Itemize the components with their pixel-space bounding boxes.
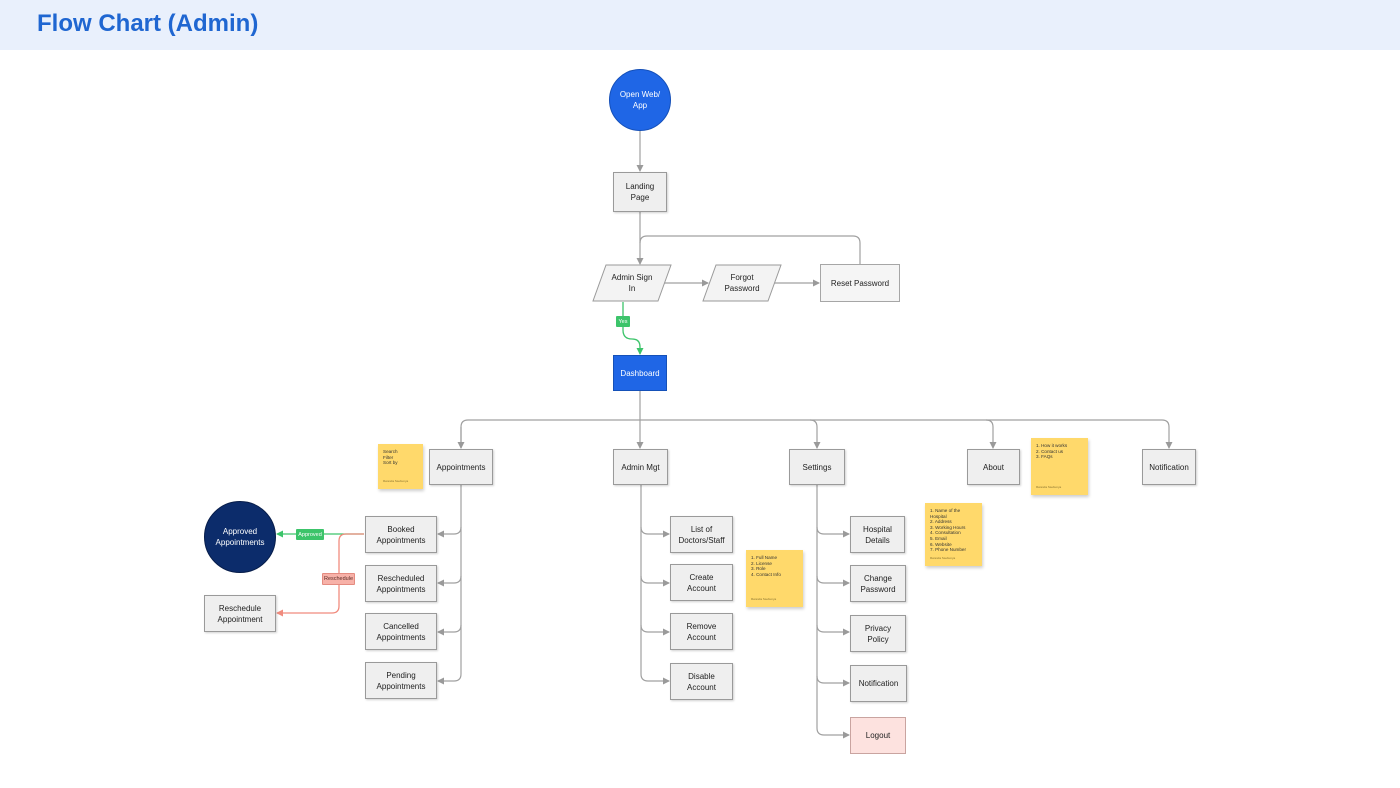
settings-node: Settings	[789, 449, 845, 485]
logout-node: Logout	[850, 717, 906, 754]
sticky-line: Search	[383, 449, 398, 454]
about-sticky-note: 1. How it works 2. Contact us 3. FAQs Rw…	[1031, 438, 1088, 495]
dashboard-node: Dashboard	[613, 355, 667, 391]
notification-node: Notification	[1142, 449, 1196, 485]
sticky-line: 2. License	[751, 560, 772, 566]
about-node: About	[967, 449, 1020, 485]
pending-appointments-node: Pending Appointments	[365, 662, 437, 699]
edge-reset-loop	[639, 235, 861, 264]
sticky-line: 3. FAQs	[1036, 454, 1053, 460]
edge-appointments-trunk	[437, 485, 462, 685]
sticky-line: 4. Consultation	[930, 530, 961, 536]
booked-appointments-node: Booked Appointments	[365, 516, 437, 553]
admin-mgt-node: Admin Mgt	[613, 449, 668, 485]
remove-account-node: Remove Account	[670, 613, 733, 650]
sticky-line: 7. Phone Number	[930, 547, 967, 553]
sticky-line: 1. How it works	[1036, 443, 1068, 448]
landing-page-node: Landing Page	[613, 172, 667, 212]
approved-appointments-node: Approved Appointments	[204, 501, 276, 573]
parallelogram-shape	[702, 264, 782, 302]
reschedule-label: Reschedule	[322, 573, 355, 585]
forgot-password-node: Forgot Password	[702, 264, 782, 302]
sticky-line: 2. Address	[930, 519, 952, 525]
rescheduled-appointments-node: Rescheduled Appointments	[365, 565, 437, 602]
sticky-line: 6. Website	[930, 541, 952, 547]
sticky-line: 3. Working Hours	[930, 524, 966, 530]
settings-notification-node: Notification	[850, 665, 907, 702]
appointments-sticky-note: Search Filter Sort by Rwanda Ssebunya	[378, 444, 423, 489]
approved-label: Approved	[296, 529, 324, 540]
disable-account-node: Disable Account	[670, 663, 733, 700]
sticky-line: 4. Contact Info	[751, 571, 781, 577]
reset-password-node: Reset Password	[820, 264, 900, 302]
appointments-node: Appointments	[429, 449, 493, 485]
sticky-line: 3. Role	[751, 566, 766, 572]
list-of-doctors-staff-node: List of Doctors/Staff	[670, 516, 733, 553]
sticky-line: Sort by	[383, 460, 398, 466]
open-web-app-node: Open Web/ App	[609, 69, 671, 131]
sticky-signature: Rwanda Ssebunya	[930, 556, 956, 561]
edge-to-settings	[809, 419, 821, 449]
edge-to-about	[985, 419, 997, 449]
parallelogram-shape	[592, 264, 672, 302]
cancelled-appointments-node: Cancelled Appointments	[365, 613, 437, 650]
admin-sign-in-node: Admin Sign In	[592, 264, 672, 302]
sticky-line: 1. Full Name	[751, 555, 778, 560]
hospital-details-node: Hospital Details	[850, 516, 905, 553]
account-sticky-note: 1. Full Name 2. License 3. Role 4. Conta…	[746, 550, 803, 607]
sticky-signature: Rwanda Ssebunya	[383, 479, 409, 484]
reschedule-appointment-node: Reschedule Appointment	[204, 595, 276, 632]
privacy-policy-node: Privacy Policy	[850, 615, 906, 652]
edge-adminmgt-trunk	[640, 485, 670, 685]
edge-settings-trunk	[816, 485, 850, 739]
sticky-signature: Rwanda Ssebunya	[1036, 485, 1062, 490]
edge-signin-yes-dashboard	[622, 302, 644, 355]
sticky-line: 2. Contact us	[1036, 448, 1064, 454]
sticky-line: 5. Email	[930, 535, 947, 541]
yes-label: Yes	[616, 316, 630, 327]
sticky-signature: Rwanda Ssebunya	[751, 597, 777, 602]
sticky-line: 1. Name of the Hospital	[930, 508, 961, 519]
change-password-node: Change Password	[850, 565, 906, 602]
create-account-node: Create Account	[670, 564, 733, 601]
page-header: Flow Chart (Admin)	[0, 0, 1400, 50]
sticky-line: Filter	[383, 454, 394, 460]
edge-dashboard-branch-line	[460, 419, 469, 448]
hospital-details-sticky-note: 1. Name of the Hospital 2. Address 3. Wo…	[925, 503, 982, 566]
page-title: Flow Chart (Admin)	[37, 10, 259, 37]
